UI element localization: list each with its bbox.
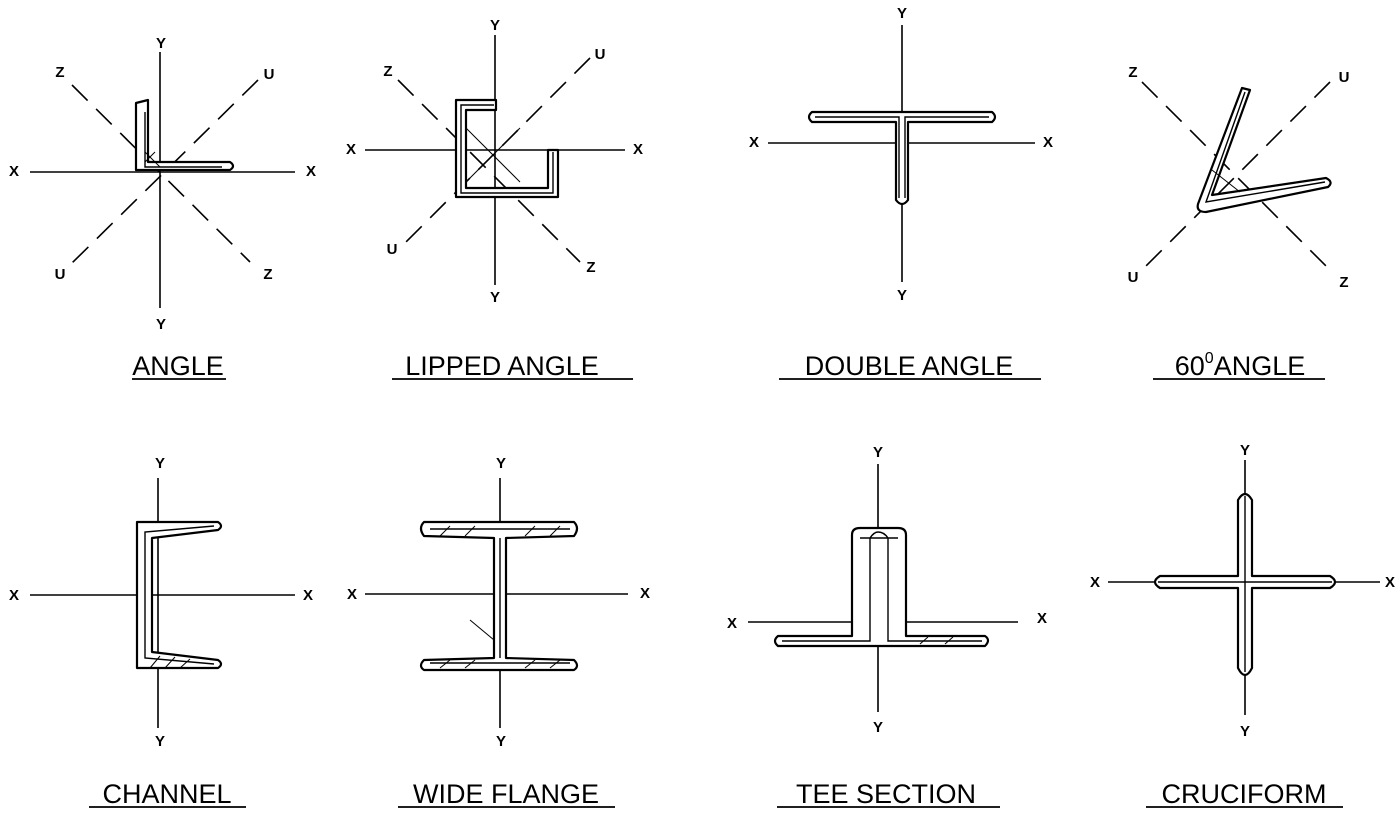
double-angle-x-label-right: X bbox=[1043, 134, 1053, 151]
angle-hatch bbox=[144, 151, 156, 163]
tee-section-y-label-top: Y bbox=[873, 444, 883, 461]
channel-hatch bbox=[149, 655, 161, 669]
tee-section-x-label-left: X bbox=[727, 615, 737, 632]
channel-x-label-left: X bbox=[9, 587, 19, 604]
lipped-angle-y-label-top: Y bbox=[490, 17, 500, 34]
channel-hatch bbox=[179, 658, 191, 669]
channel-y-label-top: Y bbox=[155, 455, 165, 472]
lipped-angle-z-label-bottom: Z bbox=[586, 259, 595, 276]
angle-z-label-bottom: Z bbox=[263, 266, 272, 283]
caption-sixty-angle-text: ANGLE bbox=[1214, 351, 1306, 381]
lipped-angle-y-label-bottom: Y bbox=[490, 289, 500, 306]
tee-section-hatch bbox=[944, 636, 954, 645]
wide-flange-hatch bbox=[439, 659, 451, 669]
angle-y-label-top: Y bbox=[156, 35, 166, 52]
tee-section-section bbox=[773, 526, 990, 648]
angle-u-label-top: U bbox=[264, 66, 275, 83]
tee-section-x-label-right: X bbox=[1037, 610, 1047, 627]
channel-y-label-bottom: Y bbox=[155, 733, 165, 750]
caption-cruciform: CRUCIFORM bbox=[1162, 779, 1327, 809]
angle-x-label-right: X bbox=[306, 163, 316, 180]
double-angle-section bbox=[807, 110, 997, 206]
sixty-angle-section bbox=[1196, 86, 1332, 214]
lipped-angle-figure: Y Y X X Z Z U U bbox=[346, 17, 643, 306]
double-angle-y-label-top: Y bbox=[897, 5, 907, 22]
wide-flange-x-label-left: X bbox=[347, 586, 357, 603]
lipped-angle-section bbox=[454, 98, 560, 199]
cruciform-x-label-left: X bbox=[1090, 574, 1100, 591]
caption-sixty-angle-degree: 0 bbox=[1205, 350, 1214, 367]
wide-flange-y-label-bottom: Y bbox=[496, 733, 506, 750]
double-angle-y-label-bottom: Y bbox=[897, 287, 907, 304]
double-angle-figure: Y Y X X bbox=[749, 5, 1053, 304]
wide-flange-inner-line bbox=[430, 528, 570, 664]
sixty-angle-u-label-bottom: U bbox=[1128, 269, 1139, 286]
sixty-angle-inner-line bbox=[1204, 91, 1326, 203]
wide-flange-section bbox=[419, 520, 579, 672]
lipped-angle-u-label-bottom: U bbox=[387, 241, 398, 258]
channel-figure: Y Y X X bbox=[9, 455, 313, 750]
angle-z-label-top: Z bbox=[55, 64, 64, 81]
wide-flange-hatch bbox=[464, 525, 476, 537]
tee-section-inner-line bbox=[782, 531, 982, 642]
channel-inner-line bbox=[144, 525, 215, 665]
caption-channel: CHANNEL bbox=[102, 779, 231, 809]
cruciform-figure: Y Y X X bbox=[1090, 442, 1395, 740]
wide-flange-hatch bbox=[524, 525, 536, 537]
angle-figure: Y Y X X Z Z U U bbox=[9, 35, 316, 333]
angle-u-label-bottom: U bbox=[55, 266, 66, 283]
angle-inner-line bbox=[144, 112, 222, 168]
caption-sixty-angle: 600ANGLE bbox=[1175, 350, 1306, 381]
angle-section bbox=[134, 98, 235, 172]
lipped-angle-x-label-right: X bbox=[633, 141, 643, 158]
wide-flange-hatch bbox=[549, 659, 561, 669]
wide-flange-hatch bbox=[464, 659, 476, 669]
angle-u-axis bbox=[69, 79, 259, 266]
lipped-angle-x-label-left: X bbox=[346, 141, 356, 158]
wide-flange-hatch bbox=[439, 525, 451, 537]
caption-angle: ANGLE bbox=[132, 351, 224, 381]
wide-flange-hatch bbox=[549, 525, 561, 537]
channel-x-label-right: X bbox=[303, 587, 313, 604]
double-angle-inner-line bbox=[815, 116, 989, 198]
lipped-angle-z-axis bbox=[397, 79, 581, 263]
caption-tee-section: TEE SECTION bbox=[796, 779, 976, 809]
cruciform-x-label-right: X bbox=[1385, 574, 1395, 591]
sixty-angle-z-axis bbox=[1141, 81, 1331, 271]
sixty-angle-z-label-bottom: Z bbox=[1339, 274, 1348, 291]
wide-flange-hatch bbox=[524, 659, 536, 669]
sixty-angle-figure: Z Z U U bbox=[1128, 64, 1350, 291]
sixty-angle-hatch bbox=[1211, 169, 1241, 193]
lipped-angle-u-label-top: U bbox=[595, 46, 606, 63]
lipped-angle-hatch bbox=[465, 127, 521, 183]
cruciform-y-label-top: Y bbox=[1240, 442, 1250, 459]
caption-sixty-angle-value: 60 bbox=[1175, 351, 1205, 381]
wide-flange-figure: Y Y X X bbox=[347, 455, 650, 750]
sixty-angle-z-label-top: Z bbox=[1128, 64, 1137, 81]
cruciform-y-label-bottom: Y bbox=[1240, 723, 1250, 740]
angle-z-axis bbox=[71, 84, 251, 263]
sixty-angle-u-label-top: U bbox=[1339, 69, 1350, 86]
sixty-angle-u-axis bbox=[1141, 81, 1331, 271]
wide-flange-y-label-top: Y bbox=[496, 455, 506, 472]
wide-flange-web-hatch bbox=[469, 619, 495, 641]
caption-double-angle: DOUBLE ANGLE bbox=[805, 351, 1014, 381]
captions: ANGLE LIPPED ANGLE DOUBLE ANGLE 600ANGLE… bbox=[89, 350, 1343, 809]
tee-section-figure: Y Y X X bbox=[727, 444, 1047, 736]
caption-lipped-angle: LIPPED ANGLE bbox=[405, 351, 599, 381]
angle-y-label-bottom: Y bbox=[156, 316, 166, 333]
lipped-angle-inner-line bbox=[460, 104, 554, 194]
tee-section-y-label-bottom: Y bbox=[873, 719, 883, 736]
channel-hatch bbox=[164, 656, 176, 669]
tee-section-hatch bbox=[919, 636, 929, 645]
caption-wide-flange: WIDE FLANGE bbox=[413, 779, 599, 809]
angle-hatch bbox=[144, 151, 161, 168]
lipped-angle-z-label-top: Z bbox=[383, 63, 392, 80]
angle-x-label-left: X bbox=[9, 163, 19, 180]
wide-flange-x-label-right: X bbox=[640, 585, 650, 602]
cruciform-inner-line bbox=[1158, 496, 1332, 672]
double-angle-x-label-left: X bbox=[749, 134, 759, 151]
lipped-angle-u-axis bbox=[399, 57, 591, 249]
